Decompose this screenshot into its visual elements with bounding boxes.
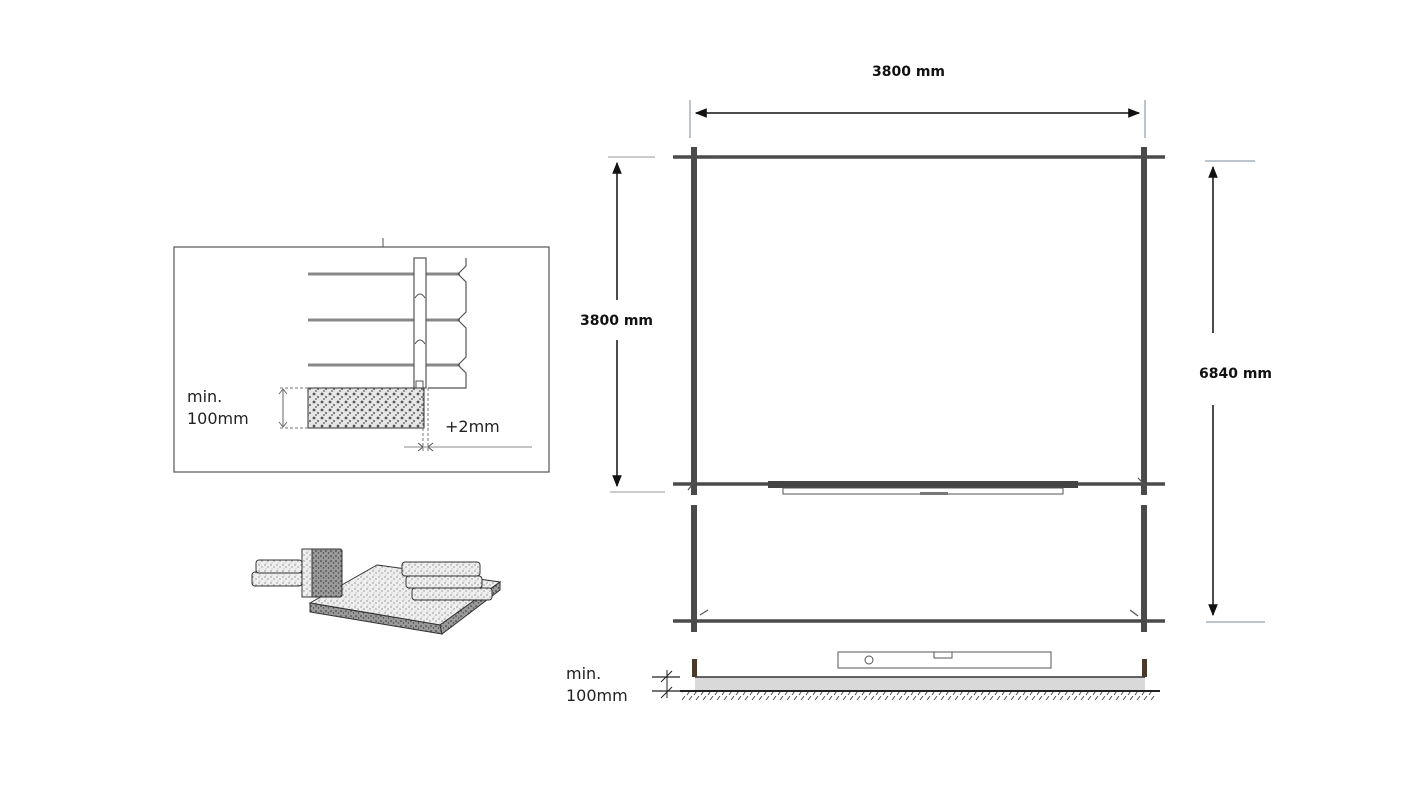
main-depth-dimension-label: 3800 mm (580, 313, 654, 329)
detail-min-label: min. (187, 387, 223, 406)
floor-plan (608, 100, 1265, 632)
detail-inset (173, 238, 550, 473)
foundation-stones-illustration (251, 548, 502, 635)
elevation-height-label: 100mm (566, 686, 628, 705)
detail-height-label: 100mm (187, 409, 249, 428)
width-dimension-label: 3800 mm (872, 64, 946, 80)
detail-gap-label: +2mm (445, 417, 500, 436)
elevation-min-label: min. (566, 664, 602, 683)
spirit-level-icon (837, 651, 1052, 669)
total-depth-dimension-label: 6840 mm (1199, 366, 1273, 382)
elevation-detail (652, 651, 1160, 700)
